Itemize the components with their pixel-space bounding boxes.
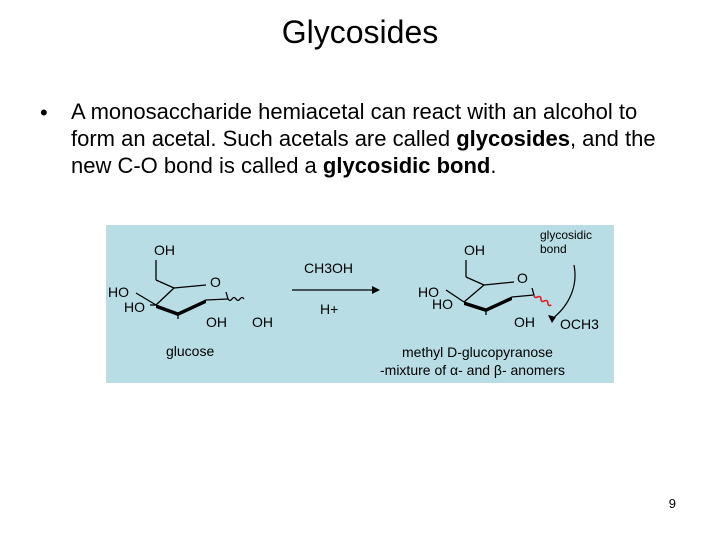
glucose-ho-2: HO: [124, 299, 145, 315]
slide-title: Glycosides: [281, 14, 439, 50]
glycosidic-label-arrow-icon: [551, 264, 576, 320]
glycosidic-bond-label-1: glycosidic: [540, 228, 592, 242]
product-oh-bottom: OH: [514, 314, 535, 330]
product-anomer-note: -mixture of α- and β- anomers: [380, 362, 565, 378]
glucose-name: glucose: [166, 343, 214, 359]
product-och3: OCH3: [560, 316, 599, 332]
glycosidic-bond-label-2: bond: [540, 242, 567, 256]
product-name: methyl D-glucopyranose: [402, 344, 553, 360]
product-ho-2: HO: [432, 296, 453, 312]
reaction-arrow-icon: [292, 286, 380, 294]
term-glycosidic-bond: glycosidic bond: [322, 153, 491, 178]
reaction-figure: OH O HO HO OH OH glucose CH3OH H+: [106, 225, 614, 383]
bullet-text-part-3: .: [490, 153, 497, 178]
product-ho-1: HO: [418, 284, 439, 300]
term-glycosides: glycosides: [456, 126, 570, 151]
product-ring-o: O: [517, 270, 528, 286]
glycosidic-bond-wavy: [533, 294, 552, 307]
bullet-text: A monosaccharide hemiacetal can react wi…: [71, 98, 680, 179]
glucose-ring-o: O: [210, 274, 221, 290]
glucose-wavy-bond: [227, 296, 245, 302]
glucose-ho-1: HO: [108, 284, 129, 300]
glucose-oh-top: OH: [154, 242, 175, 258]
reaction-diagram: OH O HO HO OH OH glucose CH3OH H+: [108, 228, 599, 378]
bullet-point: • A monosaccharide hemiacetal can react …: [40, 98, 680, 179]
reagent-methanol: CH3OH: [304, 260, 353, 276]
bullet-text-part-2: , and the new C-O bond is called a: [71, 126, 656, 178]
reagent-acid: H+: [320, 301, 338, 317]
bullet-dot-icon: •: [40, 100, 48, 125]
bullet-text-part-1: A monosaccharide hemiacetal can react wi…: [71, 99, 638, 151]
page-number: 9: [668, 496, 676, 511]
glucose-oh-bottom-2: OH: [252, 314, 273, 330]
glucose-oh-bottom-1: OH: [206, 314, 227, 330]
glycosidic-arrowhead-icon: [548, 315, 556, 323]
methyl-glucopyranose-structure: [445, 260, 535, 315]
methyl-glucopyranose-bold-edge: [464, 297, 512, 312]
product-oh-top: OH: [464, 242, 485, 258]
glucose-bold-edge: [156, 300, 206, 316]
